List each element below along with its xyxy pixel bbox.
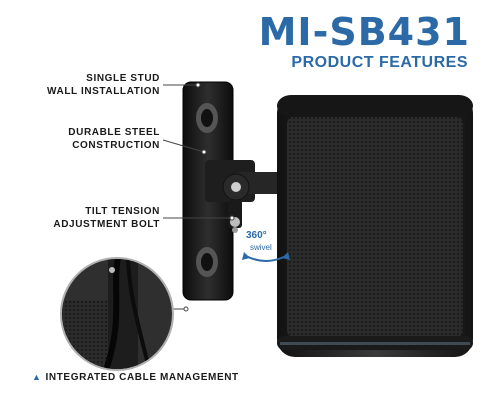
callout-line: TILT TENSION — [85, 206, 160, 217]
callout-line: CONSTRUCTION — [72, 140, 160, 151]
caption-text: INTEGRATED CABLE MANAGEMENT — [45, 372, 239, 383]
callout-tilt-tension: TILT TENSION ADJUSTMENT BOLT — [53, 205, 160, 231]
callout-line: SINGLE STUD — [86, 73, 160, 84]
cable-management-caption: ▲INTEGRATED CABLE MANAGEMENT — [32, 372, 239, 383]
swivel-arrow-icon — [242, 252, 290, 262]
cable-management-inset — [60, 257, 174, 371]
model-title: MI-SB431 — [258, 10, 470, 54]
callout-leaders — [162, 82, 235, 312]
callout-single-stud: SINGLE STUD WALL INSTALLATION — [47, 72, 160, 98]
callout-durable-steel: DURABLE STEEL CONSTRUCTION — [68, 126, 160, 152]
product-features-subtitle: PRODUCT FEATURES — [291, 54, 468, 71]
callout-line: DURABLE STEEL — [68, 127, 160, 138]
triangle-up-icon: ▲ — [32, 372, 42, 382]
callout-line: WALL INSTALLATION — [47, 86, 160, 97]
speaker — [277, 95, 473, 357]
swivel-label: swivel — [250, 243, 272, 252]
callout-line: ADJUSTMENT BOLT — [53, 219, 160, 230]
swivel-degrees: 360° — [246, 230, 267, 241]
